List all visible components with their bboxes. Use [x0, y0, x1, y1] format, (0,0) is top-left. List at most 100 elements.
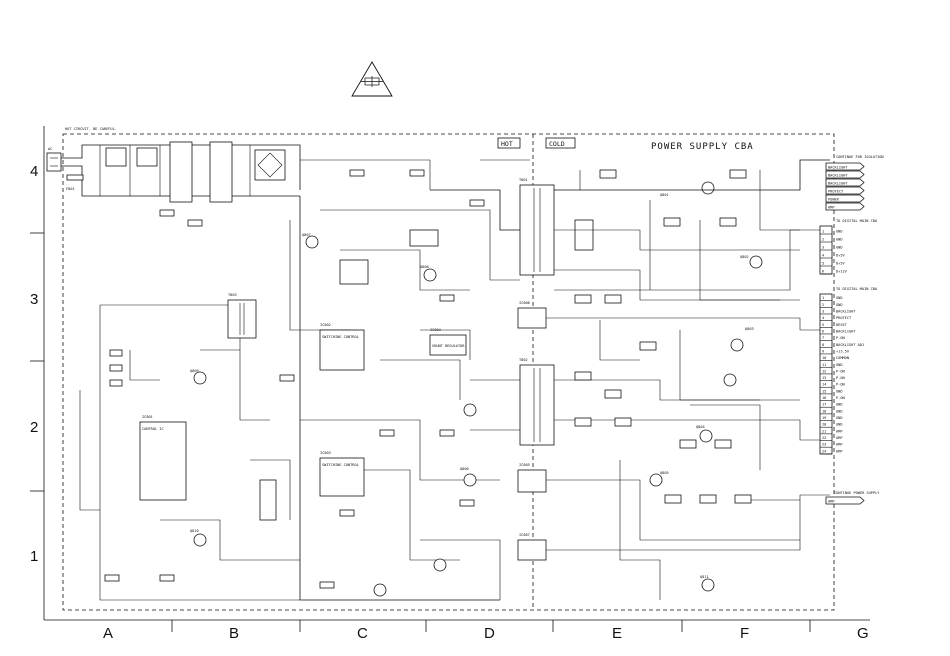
cold-region-label: COLD — [549, 140, 565, 148]
isolator-ic807: IC807 — [517, 533, 547, 561]
cold-side-wiring — [546, 159, 830, 600]
connector-pin-label: AMP — [836, 443, 843, 447]
svg-text:BACKLIGHT: BACKLIGHT — [828, 174, 848, 178]
connector-pin-number: 24 — [822, 449, 826, 453]
connector-pin-label: BACKLIGHT ADJ — [836, 343, 864, 347]
column-label-e: E — [612, 625, 622, 642]
connector-pin-number: 12 — [822, 369, 826, 373]
row-label-4: 4 — [30, 163, 38, 180]
transistor-symbols — [193, 181, 763, 597]
connector-pin-number: 7 — [822, 336, 824, 340]
q-label-9: Q809 — [190, 369, 199, 373]
connector-pin-number: 6 — [822, 329, 824, 333]
connector-pin-number: 21 — [822, 429, 826, 433]
hot-warning-text: HOT CIRCUIT. BE CAREFUL. — [65, 127, 117, 131]
connector-pin-number: 3 — [822, 309, 824, 313]
connector-pin-label: PROTECT — [836, 316, 852, 320]
svg-text:T802: T802 — [519, 358, 528, 362]
connector-pin-label: BACKLIGHT — [836, 329, 856, 333]
column-label-f: F — [740, 625, 749, 642]
connector-pin-number: 6 — [822, 270, 824, 274]
line-filter-2 — [136, 147, 158, 167]
connector-pin-label: GND — [836, 423, 843, 427]
svg-text:IC801: IC801 — [142, 415, 153, 419]
ac-input-label: AC — [48, 147, 52, 151]
left-grid-ticks — [30, 232, 44, 492]
hot-region-label: HOT — [501, 140, 513, 148]
switching-ic-ic803: IC803 SWITCHING CONTROL — [319, 451, 365, 497]
transformer-t801: T801 — [519, 178, 555, 276]
svg-text:SWITCHING CONTROL: SWITCHING CONTROL — [322, 335, 359, 339]
q-label-7: Q807 — [302, 233, 311, 237]
bridge-diamond — [257, 152, 283, 178]
connector-pin-label: GND — [836, 403, 843, 407]
connector-pin-number: 4 — [822, 254, 824, 258]
row-label-2: 2 — [30, 419, 38, 436]
svg-text:IC805: IC805 — [519, 463, 530, 467]
q-label-4: Q804 — [696, 425, 705, 429]
connector-pin-number: 5 — [822, 262, 824, 266]
connector-bottom-right: CONTINUE POWER SUPPLY AMP — [825, 491, 880, 505]
column-label-a: A — [103, 625, 113, 642]
svg-text:TO DIGITAL MAIN CBA: TO DIGITAL MAIN CBA — [836, 219, 878, 223]
bottom-grid-ticks — [171, 620, 811, 632]
svg-text:T803: T803 — [228, 293, 237, 297]
svg-text:SHUNT REGULATOR: SHUNT REGULATOR — [432, 344, 465, 348]
voltage-detector-ic805: IC805 — [517, 463, 547, 493]
q-label-6: Q806 — [460, 467, 469, 471]
column-label-g: G — [857, 625, 869, 642]
switching-ic-ic802: IC802 SWITCHING CONTROL — [319, 323, 365, 371]
connector-top-right: CONTINUE FOR ISOLATION BACKLIGHT BACKLIG… — [825, 155, 884, 211]
svg-text:IC802: IC802 — [320, 323, 331, 327]
svg-text:IC804: IC804 — [430, 328, 441, 332]
q-label-3: Q803 — [745, 327, 754, 331]
connector-pin-label: BACKLIGHT — [836, 309, 856, 313]
column-label-b: B — [229, 625, 239, 642]
connector-pin-label: D+5V — [836, 262, 845, 266]
connector-pin-number: 9 — [822, 349, 824, 353]
connector-pin-label: P-ON — [836, 383, 845, 387]
connector-pin-number: 19 — [822, 416, 826, 420]
connector-pin-label: GND — [836, 416, 843, 420]
svg-text:CONTINUE POWER SUPPLY: CONTINUE POWER SUPPLY — [834, 491, 880, 495]
connector-pin-label: GND — [836, 246, 843, 250]
column-label-c: C — [357, 625, 368, 642]
connector-pin-number: 1 — [822, 230, 824, 234]
connector-pin-label: P-ON — [836, 336, 845, 340]
connector-pin-label: GND — [836, 296, 843, 300]
connector-pin-label: GND — [836, 238, 843, 242]
connector-pin-label: AMP — [836, 449, 843, 453]
svg-text:IC807: IC807 — [519, 533, 530, 537]
connector-pin-label: GND — [836, 303, 843, 307]
connector-pin-label: GND — [836, 409, 843, 413]
connector-pin-number: 10 — [822, 356, 826, 360]
connector-pin-label: D+12V — [836, 270, 848, 274]
q-label-8: Q808 — [420, 265, 429, 269]
connector-pin-label: GND — [836, 230, 843, 234]
connector-pin-label: COMMON — [836, 356, 849, 360]
svg-text:IC803: IC803 — [320, 451, 331, 455]
connector-pin-number: 11 — [822, 363, 826, 367]
svg-text:AMP: AMP — [828, 206, 835, 210]
connector-pin-label: GND — [836, 363, 843, 367]
connector-pin-label: GND — [836, 389, 843, 393]
svg-text:T801: T801 — [519, 178, 528, 182]
connector-pin-number: 17 — [822, 403, 826, 407]
connector-pin-number: 4 — [822, 316, 824, 320]
connector-pin-number: 16 — [822, 396, 826, 400]
hot-side-wiring — [79, 159, 530, 601]
hot-side-components — [104, 169, 485, 589]
cold-side-components — [574, 169, 752, 504]
control-ic-ic801: IC801 CONTROL IC — [139, 415, 187, 501]
line-filter-3 — [169, 141, 193, 203]
connector-pin-number: 15 — [822, 389, 826, 393]
connector-pin-label: AMP — [836, 429, 843, 433]
connector-pin-number: 23 — [822, 443, 826, 447]
line-filter-1 — [105, 147, 127, 167]
connector-pin-number: 5 — [822, 323, 824, 327]
output-choke — [574, 219, 594, 251]
bridge-rectifier — [254, 149, 286, 181]
svg-text:BACKLIGHT: BACKLIGHT — [828, 182, 848, 186]
